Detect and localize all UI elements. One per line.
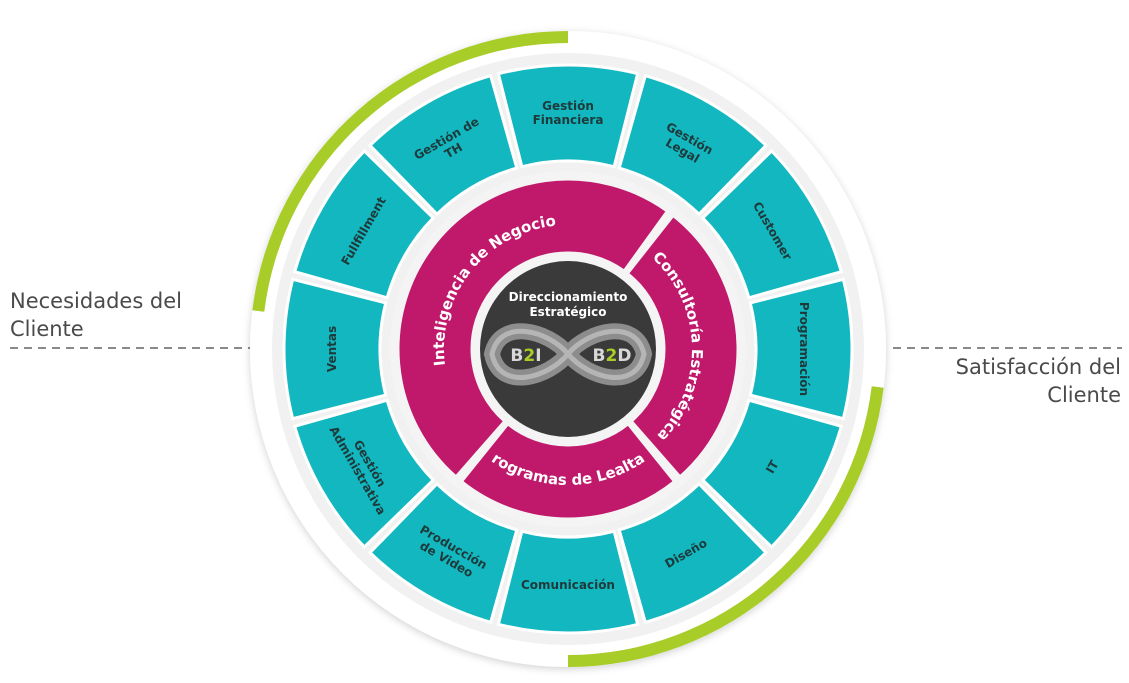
middle-segment-consultoria-estrategica: Consultoría Estratégica <box>625 213 740 480</box>
outer-segment-comunicacion: Comunicación <box>496 529 640 635</box>
lime-arc-satisfaction <box>568 386 884 667</box>
outer-segment-programacion-label: Programación <box>797 302 811 396</box>
outer-segment-customer-shape <box>700 148 844 300</box>
infinity-highlight-icon <box>489 328 647 381</box>
outer-segment-produccion-de-video-shape <box>367 481 519 625</box>
outer-segment-programacion-label-line: Programación <box>797 302 811 396</box>
outer-segment-gestion-de-th-shape <box>367 73 519 217</box>
outer-segment-produccion-de-video: Producciónde Video <box>367 481 519 625</box>
outer-segment-ventas-label: Ventas <box>325 326 339 372</box>
outer-segment-comunicacion-shape <box>496 529 640 635</box>
outer-segment-ventas-label-line: Ventas <box>325 326 339 372</box>
lime-arc-needs <box>252 31 568 312</box>
center-title-line-1: Direccionamiento <box>509 290 628 304</box>
right-label-line-1: Satisfacción del <box>955 355 1121 379</box>
center-title-line-2: Estratégico <box>529 305 606 319</box>
outer-segment-gestion-legal-shape <box>617 73 769 217</box>
center-content: Direccionamiento Estratégico B2I B2D <box>483 290 653 386</box>
middle-segment-inteligencia-de-negocio-shape <box>396 177 670 480</box>
outer-segment-gestion-financiera-label-line: Gestión <box>542 99 594 113</box>
left-label-line-2: Cliente <box>10 317 84 341</box>
left-label-line-1: Necesidades del <box>10 289 183 313</box>
outer-segment-customer: Customer <box>700 148 844 300</box>
outer-segment-diseno: Diseño <box>617 481 769 625</box>
logo-b2d: B2D <box>593 346 632 366</box>
outer-segment-comunicacion-label: Comunicación <box>521 578 615 592</box>
middle-segment-consultoria-estrategica-shape <box>625 213 740 480</box>
outer-segment-fullfillment-shape <box>292 148 436 300</box>
outer-segment-gestion-financiera-shape <box>496 63 640 169</box>
outer-segment-programacion: Programación <box>748 277 854 421</box>
outer-segment-comunicacion-label-line: Comunicación <box>521 578 615 592</box>
outer-segment-gestion-administrativa-shape <box>292 398 436 550</box>
outer-segment-programacion-shape <box>748 277 854 421</box>
outer-segment-it: IT <box>700 398 844 550</box>
logo-b2i: B2I <box>510 346 541 366</box>
lime-arcs <box>252 31 884 667</box>
right-side-label: Satisfacción del Cliente <box>956 353 1121 409</box>
left-side-label: Necesidades del Cliente <box>10 287 182 343</box>
right-label-line-2: Cliente <box>1047 383 1121 407</box>
outer-segment-gestion-administrativa: GestiónAdministrativa <box>292 398 436 550</box>
middle-segment-programas-de-lealtad-shape <box>459 421 677 521</box>
outer-segment-gestion-de-th: Gestión deTH <box>367 73 519 217</box>
outer-segment-it-shape <box>700 398 844 550</box>
outer-segment-fullfillment: Fullfillment <box>292 148 436 300</box>
outer-segment-ventas-shape <box>282 277 388 421</box>
outer-segment-ventas: Ventas <box>282 277 388 421</box>
outer-segment-gestion-legal: GestiónLegal <box>617 73 769 217</box>
outer-segment-gestion-financiera-label-line: Financiera <box>533 113 604 127</box>
outer-segment-diseno-shape <box>617 481 769 625</box>
